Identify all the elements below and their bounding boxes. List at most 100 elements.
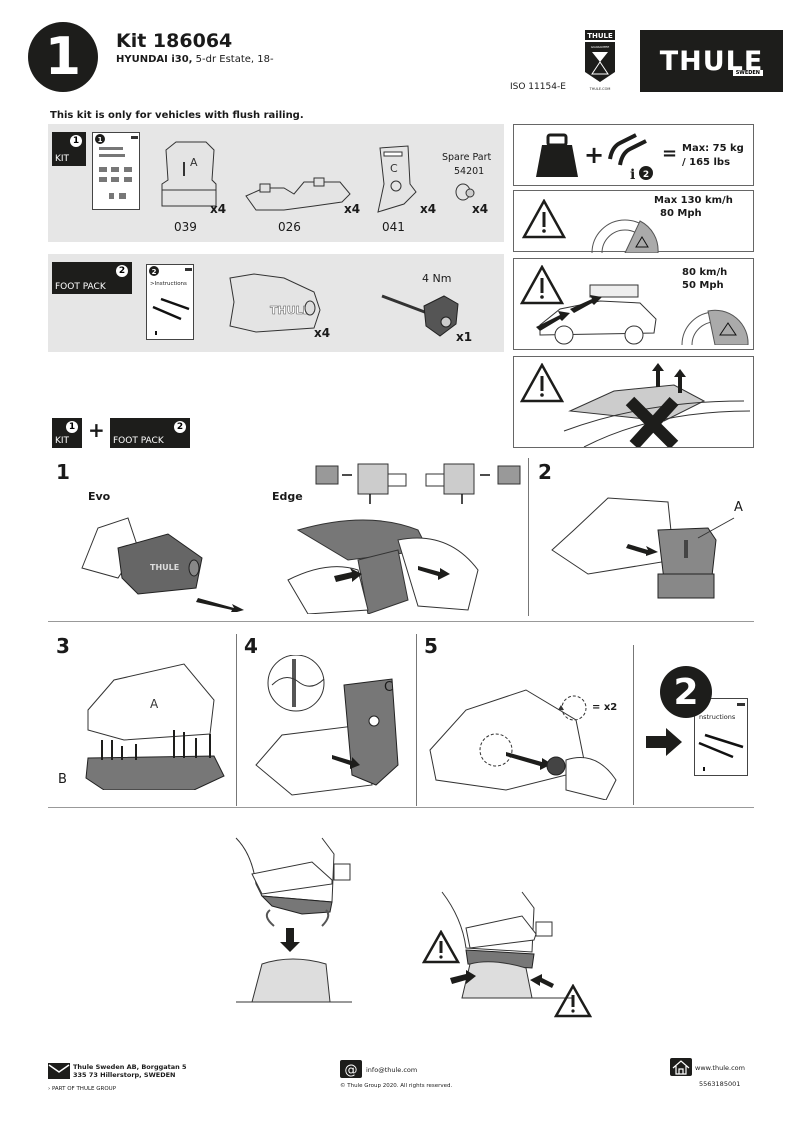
combo-plus: + xyxy=(88,418,105,442)
svg-text:GUARANTEE: GUARANTEE xyxy=(591,45,610,49)
spare-part-qty: x4 xyxy=(472,202,489,216)
car-with-load-icon xyxy=(536,284,657,345)
foot-unit-qty: x4 xyxy=(314,326,331,340)
weight-icon xyxy=(536,133,578,177)
part-026-base-icon xyxy=(244,176,352,216)
info-number: 2 xyxy=(643,170,649,180)
roof-load-warning-box xyxy=(513,356,754,448)
section-divider xyxy=(48,621,754,622)
step-1-evo-foot-illustration: THULE xyxy=(81,517,244,612)
kit-instruction-doc-icon: 1 xyxy=(92,132,140,210)
footer-email[interactable]: info@thule.com xyxy=(366,1066,418,1074)
next-arrow-icon xyxy=(646,728,682,756)
svg-text:THULE.COM: THULE.COM xyxy=(589,87,611,91)
tool-qty: x1 xyxy=(456,330,473,344)
foot-instruction-doc-icon: 2 >Instructions xyxy=(146,264,194,340)
foot-fitting-after-illustration xyxy=(441,891,572,999)
svg-text:1: 1 xyxy=(98,136,103,144)
spare-part-knob-icon xyxy=(454,182,476,202)
footer-website[interactable]: www.thule.com xyxy=(695,1064,745,1072)
step-2-bracket-illustration xyxy=(551,497,735,599)
warning-icon xyxy=(422,930,460,964)
footer-address-line1: Thule Sweden AB, Borggatan 5 xyxy=(73,1063,187,1071)
step-3-callout-b: B xyxy=(58,772,67,787)
kit-pack-label: KIT xyxy=(55,154,70,164)
step-1-edge-hand-illustration xyxy=(287,519,479,614)
max-speed-kmh: Max 130 km/h xyxy=(654,195,733,206)
home-icon xyxy=(670,1058,692,1076)
foot-pack-panel: 2 FOOT PACK 2 >Instructions THULE x4 4 N… xyxy=(48,254,504,352)
part-026-qty: x4 xyxy=(344,202,361,216)
step-divider xyxy=(528,458,529,616)
step-5-number: 5 xyxy=(424,634,438,658)
svg-text:THULE: THULE xyxy=(150,563,179,572)
warning-icon xyxy=(520,265,564,305)
section-divider xyxy=(48,807,754,808)
svg-text:>Instructions: >Instructions xyxy=(150,281,187,287)
part-039-bracket-icon: A xyxy=(158,140,220,212)
iso-standard: ISO 11154-E xyxy=(510,82,566,92)
logo-tagline: SWEDEN xyxy=(732,70,763,76)
roof-no-load-icon xyxy=(563,363,750,447)
step-4-callout-c: C xyxy=(384,680,394,695)
plus-sign: + xyxy=(584,141,605,169)
foot-pack-badge: 2 FOOT PACK xyxy=(52,262,132,294)
svg-text:A: A xyxy=(150,697,159,711)
kit-pack-badge: 1 KIT xyxy=(52,132,86,166)
flush-railing-notice: This kit is only for vehicles with flush… xyxy=(50,110,304,121)
vehicle-detail: 5-dr Estate, 18- xyxy=(192,54,274,65)
warning-icon xyxy=(522,199,566,239)
step-5-repeat-note: = x2 xyxy=(592,702,618,713)
footer-group-label: PART OF THULE GROUP xyxy=(51,1086,117,1092)
dashed-circle-icon xyxy=(558,695,587,721)
step-2-number: 2 xyxy=(538,460,552,484)
footer-group: › PART OF THULE GROUP xyxy=(48,1086,117,1092)
email-icon: @ xyxy=(340,1060,362,1078)
step-3-number: 3 xyxy=(56,634,70,658)
step-4-number: 4 xyxy=(244,634,258,658)
load-speed-mph: 50 Mph xyxy=(682,280,724,291)
step-divider xyxy=(416,634,417,806)
step-1-evo-label: Evo xyxy=(88,490,111,503)
speedometer-icon xyxy=(681,309,749,345)
part-026-code: 026 xyxy=(278,220,301,234)
step-1-number: 1 xyxy=(56,460,70,484)
step-badge: 1 xyxy=(28,22,98,92)
loaded-speed-box: 80 km/h 50 Mph xyxy=(513,258,754,350)
max-load-lbs: / 165 lbs xyxy=(682,157,731,168)
equals-sign: = xyxy=(662,143,678,164)
tool-torque: 4 Nm xyxy=(422,272,452,285)
footer-address-line2: 335 73 Hillerstorp, SWEDEN xyxy=(73,1071,176,1079)
step-1-edge-end-caps-illustration xyxy=(315,463,521,504)
svg-text:2: 2 xyxy=(152,268,157,276)
combo-kit-label: KIT xyxy=(55,436,70,446)
torque-tool-icon xyxy=(378,288,462,340)
kit-title: Kit 186064 xyxy=(116,30,233,52)
foot-pack-number: 2 xyxy=(116,265,128,277)
step-1-edge-label: Edge xyxy=(272,490,303,503)
speed-limit-box: Max 130 km/h 80 Mph xyxy=(513,190,754,253)
step-3-base-illustration: A xyxy=(85,663,225,790)
vehicle-subtitle: HYUNDAI i30, 5-dr Estate, 18- xyxy=(116,54,274,65)
load-speed-kmh: 80 km/h xyxy=(682,267,728,278)
max-speed-mph: 80 Mph xyxy=(660,208,702,219)
foot-pack-label: FOOT PACK xyxy=(55,282,106,292)
part-041-qty: x4 xyxy=(420,202,437,216)
next-step-badge: 2 xyxy=(660,666,712,718)
foot-fitting-before-illustration xyxy=(235,837,352,1003)
spare-part-number: 54201 xyxy=(454,166,485,177)
guarantee-badge-icon: THULE GUARANTEE THULE.COM xyxy=(583,30,617,92)
part-041-code: 041 xyxy=(382,220,405,234)
svg-text:THULE: THULE xyxy=(270,304,310,317)
part-039-code: 039 xyxy=(174,220,197,234)
footer-doc-number: 5563185001 xyxy=(699,1080,741,1088)
combo-foot-badge: 2 FOOT PACK xyxy=(110,418,190,448)
speedometer-icon xyxy=(591,219,659,253)
step-4-pad-illustration xyxy=(255,655,399,796)
svg-text:i: i xyxy=(630,167,635,181)
warning-icon xyxy=(554,984,592,1018)
kit-contents-panel: 1 KIT 1 A x4 039 x4 026 C x4 041 Spare P… xyxy=(48,124,504,242)
svg-text:A: A xyxy=(190,156,198,169)
